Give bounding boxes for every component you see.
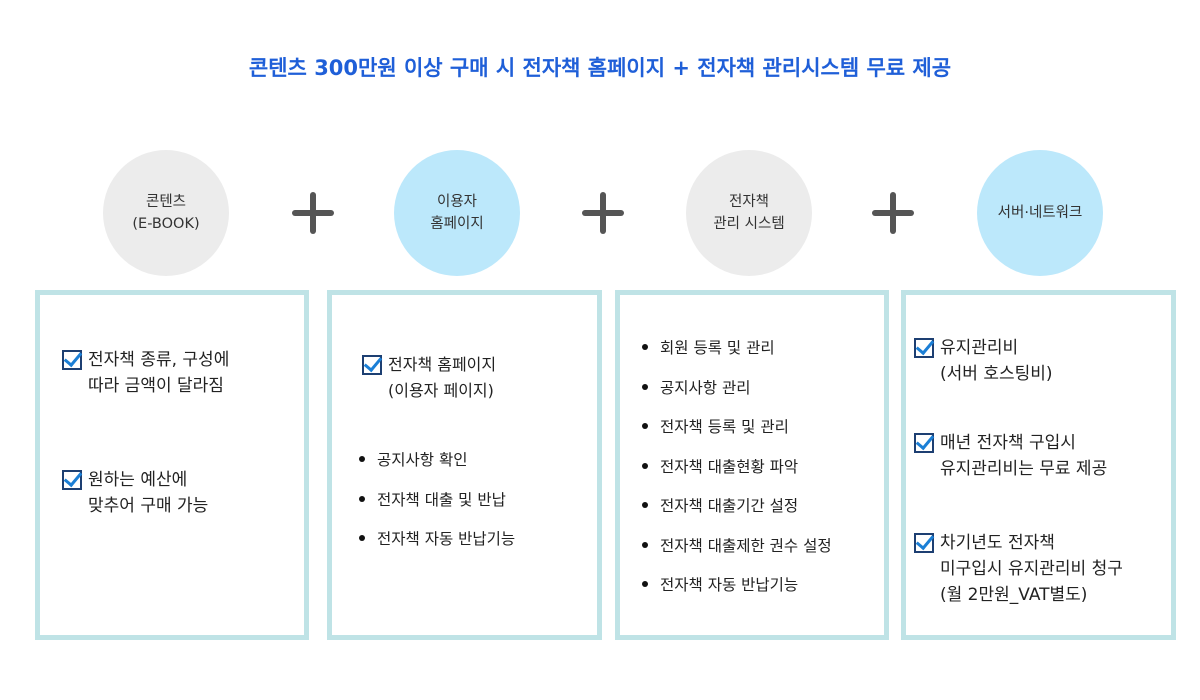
list-item: 공지사항 확인 bbox=[357, 448, 515, 488]
check-text: 전자책 종류, 구성에 따라 금액이 달라짐 bbox=[88, 350, 230, 396]
check-item: 매년 전자책 구입시 유지관리비는 무료 제공 bbox=[914, 430, 1107, 482]
server-box bbox=[901, 290, 1176, 640]
list-item: 전자책 대출 및 반납 bbox=[357, 488, 515, 528]
plus-icon bbox=[292, 192, 334, 234]
plus-icon bbox=[872, 192, 914, 234]
check-text: 매년 전자책 구입시 유지관리비는 무료 제공 bbox=[940, 433, 1108, 479]
management-box bbox=[615, 290, 889, 640]
list-item: 전자책 등록 및 관리 bbox=[640, 415, 832, 455]
check-text: 차기년도 전자책 미구입시 유지관리비 청구 (월 2만원_VAT별도) bbox=[940, 533, 1123, 605]
plus-icon bbox=[582, 192, 624, 234]
check-item: 전자책 종류, 구성에 따라 금액이 달라짐 bbox=[62, 347, 229, 399]
check-text: 원하는 예산에 맞추어 구매 가능 bbox=[88, 470, 209, 516]
list-item: 공지사항 관리 bbox=[640, 376, 832, 416]
check-item: 원하는 예산에 맞추어 구매 가능 bbox=[62, 467, 208, 519]
homepage-box bbox=[327, 290, 602, 640]
check-text: 유지관리비 (서버 호스팅비) bbox=[940, 338, 1053, 384]
checkbox-icon bbox=[914, 338, 934, 358]
checkbox-icon bbox=[914, 533, 934, 553]
circle-user-homepage: 이용자 홈페이지 bbox=[394, 150, 520, 276]
list-item: 전자책 대출제한 권수 설정 bbox=[640, 534, 832, 574]
page-title: 콘텐츠 300만원 이상 구매 시 전자책 홈페이지 + 전자책 관리시스템 무… bbox=[248, 56, 952, 80]
checkbox-icon bbox=[362, 355, 382, 375]
contents-box bbox=[35, 290, 309, 640]
circle-management-system: 전자책 관리 시스템 bbox=[686, 150, 812, 276]
check-item: 차기년도 전자책 미구입시 유지관리비 청구 (월 2만원_VAT별도) bbox=[914, 530, 1123, 608]
check-item: 유지관리비 (서버 호스팅비) bbox=[914, 335, 1053, 387]
checkbox-icon bbox=[62, 470, 82, 490]
homepage-feature-list: 공지사항 확인 전자책 대출 및 반납 전자책 자동 반납기능 bbox=[357, 448, 515, 567]
checkbox-icon bbox=[62, 350, 82, 370]
list-item: 전자책 대출기간 설정 bbox=[640, 494, 832, 534]
list-item: 회원 등록 및 관리 bbox=[640, 336, 832, 376]
check-text: 전자책 홈페이지 (이용자 페이지) bbox=[388, 355, 497, 400]
circle-server-network: 서버·네트워크 bbox=[977, 150, 1103, 276]
list-item: 전자책 자동 반납기능 bbox=[640, 573, 832, 613]
checkbox-icon bbox=[914, 433, 934, 453]
check-item: 전자책 홈페이지 (이용자 페이지) bbox=[362, 352, 496, 404]
management-feature-list: 회원 등록 및 관리 공지사항 관리 전자책 등록 및 관리 전자책 대출현황 … bbox=[640, 336, 832, 613]
list-item: 전자책 대출현황 파악 bbox=[640, 455, 832, 495]
list-item: 전자책 자동 반납기능 bbox=[357, 527, 515, 567]
circle-contents: 콘텐츠 (E-BOOK) bbox=[103, 150, 229, 276]
